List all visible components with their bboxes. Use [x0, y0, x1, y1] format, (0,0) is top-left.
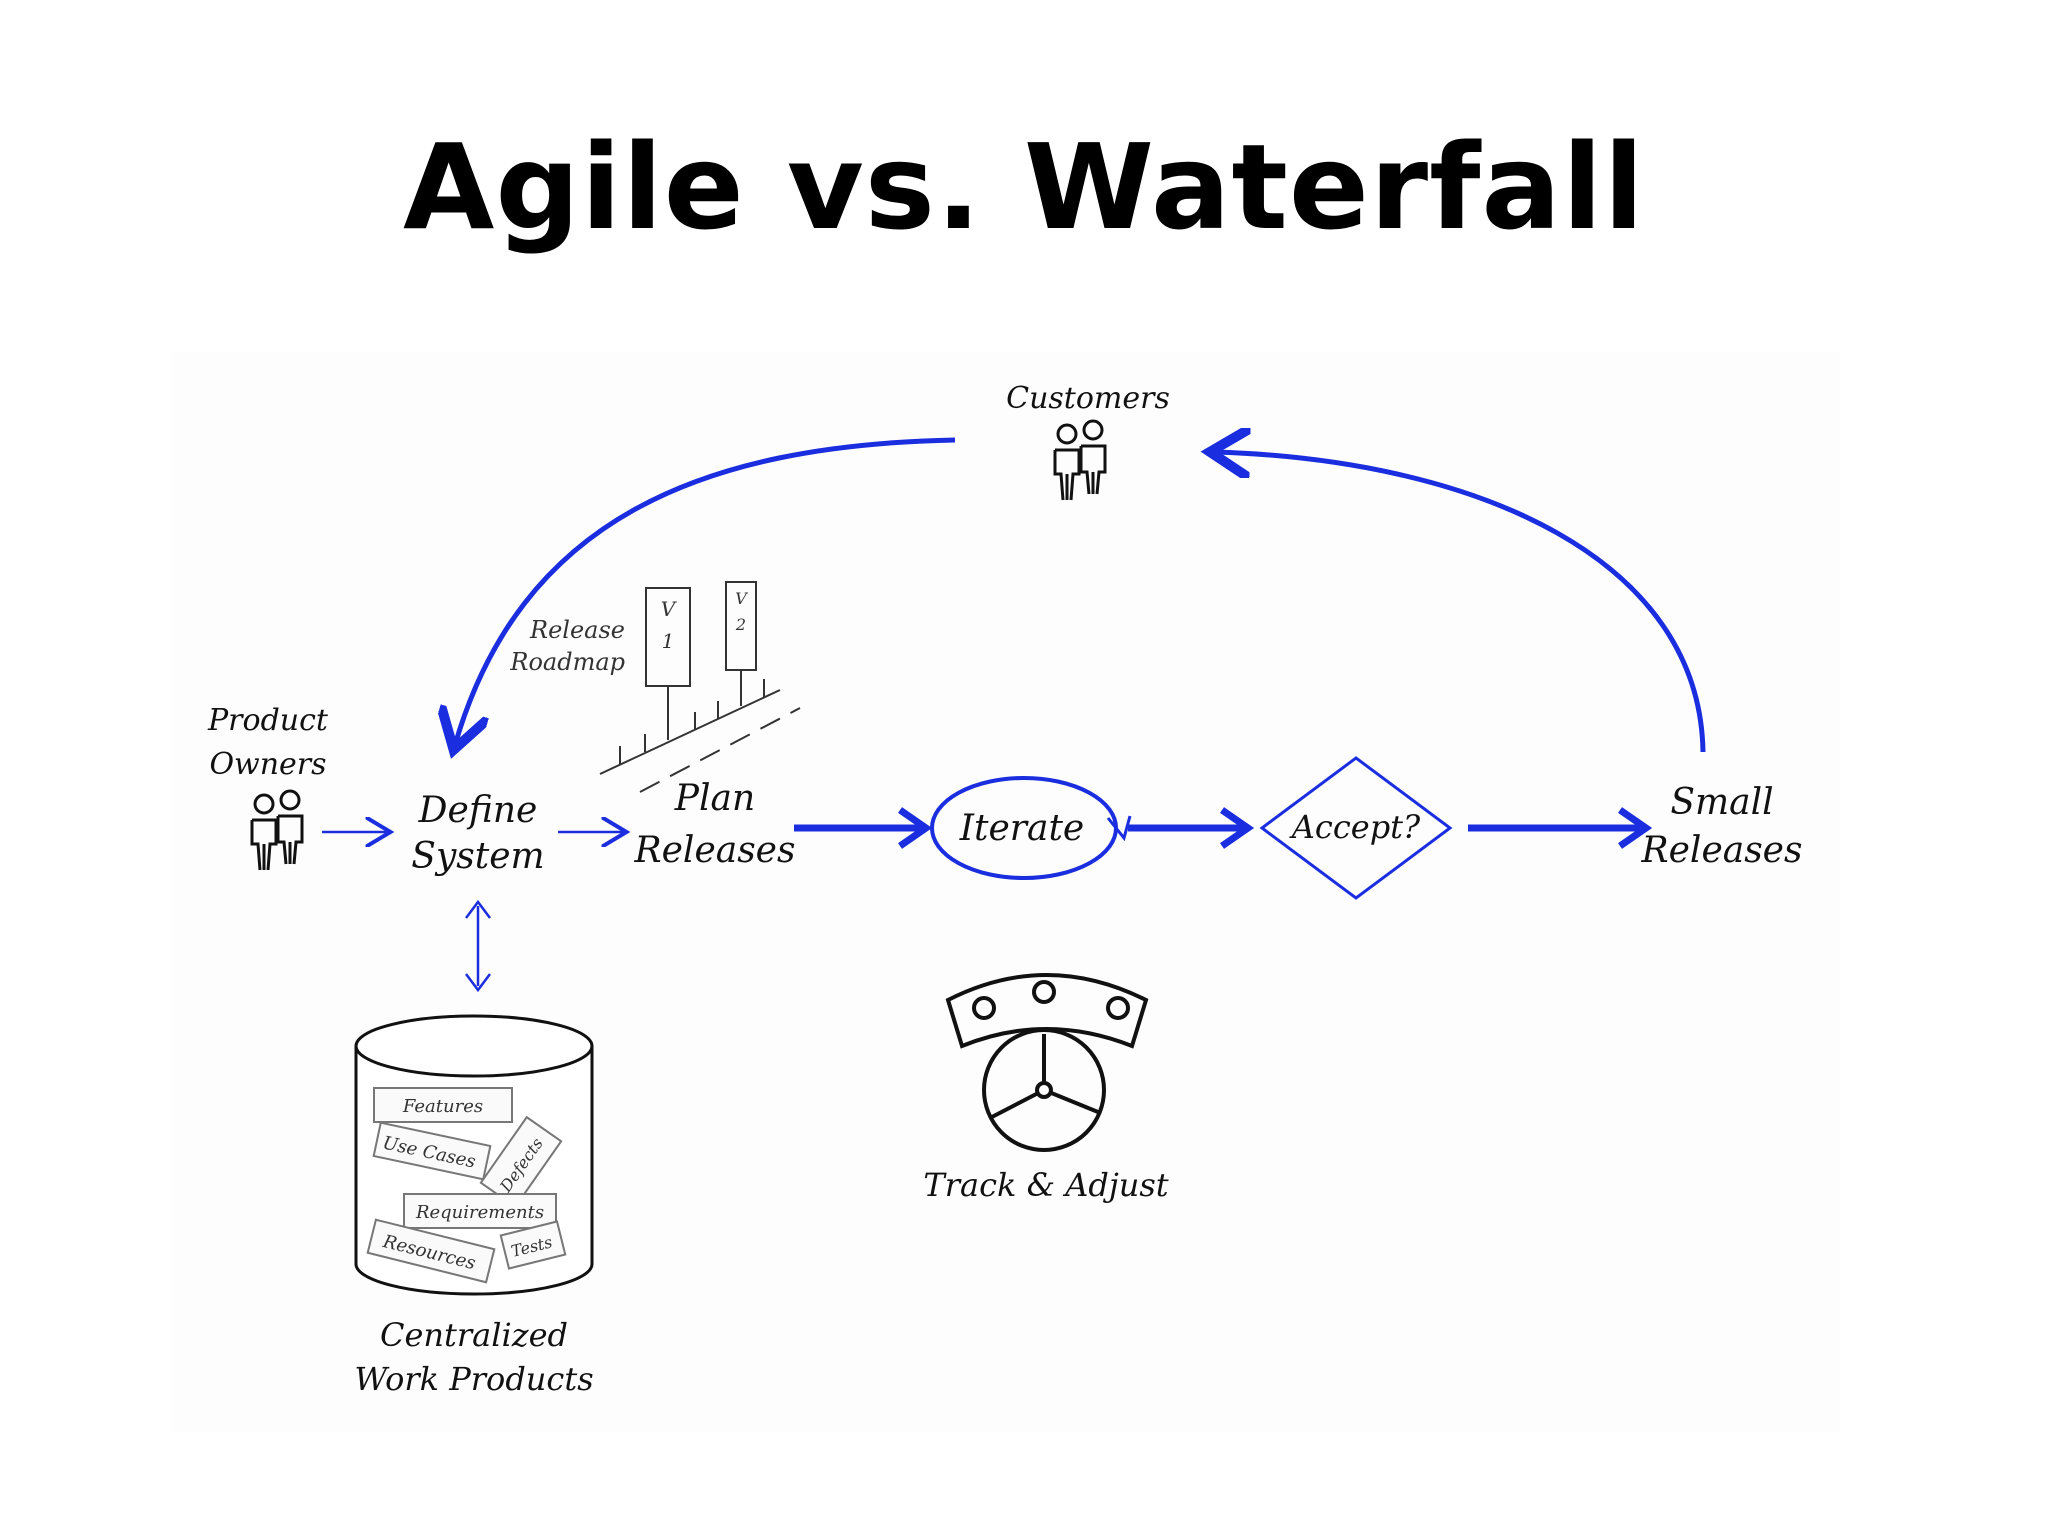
customers-label: Customers: [1006, 381, 1170, 416]
release-roadmap-label-2: Roadmap: [509, 648, 625, 676]
work-product-features: Features: [402, 1096, 483, 1117]
roadmap-v2-n: 2: [735, 615, 746, 634]
roadmap-v2-v: V: [735, 589, 748, 608]
accept-decision-node: [1259, 756, 1453, 900]
define-system-label-2: System: [411, 836, 544, 877]
iterate-label: Iterate: [959, 808, 1084, 849]
release-roadmap-label-1: Release: [529, 616, 625, 644]
feedback-arc-left: [455, 437, 956, 745]
people-icon: [1053, 419, 1107, 501]
centralized-label-1: Centralized: [380, 1316, 568, 1354]
small-releases-label-1: Small: [1670, 782, 1773, 823]
feedback-arc-right: [1215, 452, 1706, 753]
gauge-icon: [945, 973, 1149, 1152]
product-owners-label-2: Owners: [209, 747, 326, 782]
roadmap-v1-n: 1: [662, 629, 675, 653]
page-title: Agile vs. Waterfall: [403, 118, 1645, 256]
small-releases-label-2: Releases: [1641, 830, 1803, 871]
track-adjust-label: Track & Adjust: [923, 1166, 1168, 1204]
people-icon: [250, 789, 304, 871]
roadmap-icon: [599, 581, 801, 793]
plan-releases-label-2: Releases: [634, 830, 796, 871]
accept-label: Accept?: [1289, 808, 1421, 846]
work-product-requirements: Requirements: [415, 1202, 544, 1223]
define-system-label-1: Define: [418, 790, 538, 831]
roadmap-v1-v: V: [661, 597, 678, 621]
plan-releases-label-1: Plan: [674, 778, 755, 819]
centralized-label-2: Work Products: [354, 1360, 593, 1398]
product-owners-label-1: Product: [207, 703, 329, 738]
